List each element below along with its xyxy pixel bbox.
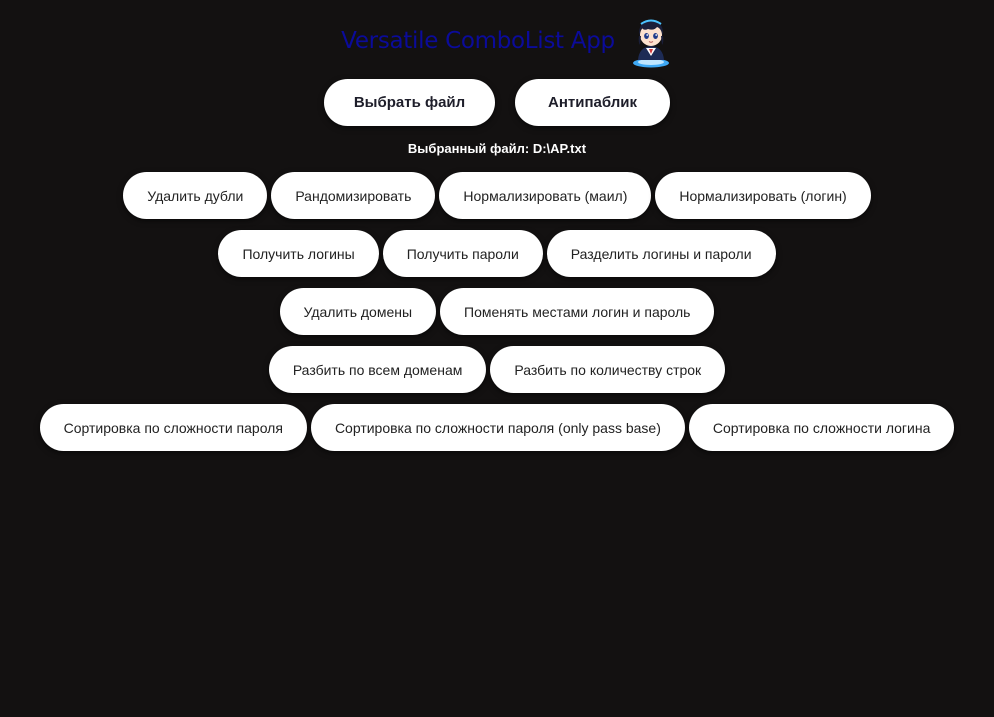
sort-login-complexity-button[interactable]: Сортировка по сложности логина [688, 404, 955, 451]
sort-password-complexity-pass-base-button[interactable]: Сортировка по сложности пароля (only pas… [310, 404, 685, 451]
selected-file-label: Выбранный файл: [407, 141, 530, 156]
action-row-2: Получить логины Получить пароли Разделит… [0, 230, 994, 277]
sort-password-complexity-button[interactable]: Сортировка по сложности пароля [39, 404, 307, 451]
selected-file-info: Выбранный файл: D:\AP.txt [0, 141, 994, 156]
randomize-button[interactable]: Рандомизировать [271, 172, 436, 219]
split-by-line-count-button[interactable]: Разбить по количеству строк [490, 346, 726, 393]
get-passwords-button[interactable]: Получить пароли [382, 230, 543, 277]
action-row-5: Сортировка по сложности пароля Сортировк… [0, 404, 994, 451]
split-by-domains-button[interactable]: Разбить по всем доменам [268, 346, 487, 393]
file-toolbar: Выбрать файл Антипаблик [0, 79, 994, 126]
antipublic-button[interactable]: Антипаблик [515, 79, 670, 126]
app-header: Versatile ComboList App [0, 14, 994, 68]
action-row-4: Разбить по всем доменам Разбить по колич… [0, 346, 994, 393]
anime-avatar-icon [632, 19, 669, 68]
swap-login-password-button[interactable]: Поменять местами логин и пароль [440, 288, 715, 335]
action-row-1: Удалить дубли Рандомизировать Нормализир… [0, 172, 994, 219]
selected-file-path: D:\AP.txt [532, 141, 587, 156]
split-logins-passwords-button[interactable]: Разделить логины и пароли [546, 230, 776, 277]
action-row-3: Удалить домены Поменять местами логин и … [0, 288, 994, 335]
select-file-button[interactable]: Выбрать файл [324, 79, 495, 126]
normalize-mail-button[interactable]: Нормализировать (маил) [439, 172, 652, 219]
remove-duplicates-button[interactable]: Удалить дубли [123, 172, 268, 219]
remove-domains-button[interactable]: Удалить домены [279, 288, 437, 335]
normalize-login-button[interactable]: Нормализировать (логин) [655, 172, 871, 219]
app-title: Versatile ComboList App [341, 28, 615, 54]
get-logins-button[interactable]: Получить логины [218, 230, 379, 277]
